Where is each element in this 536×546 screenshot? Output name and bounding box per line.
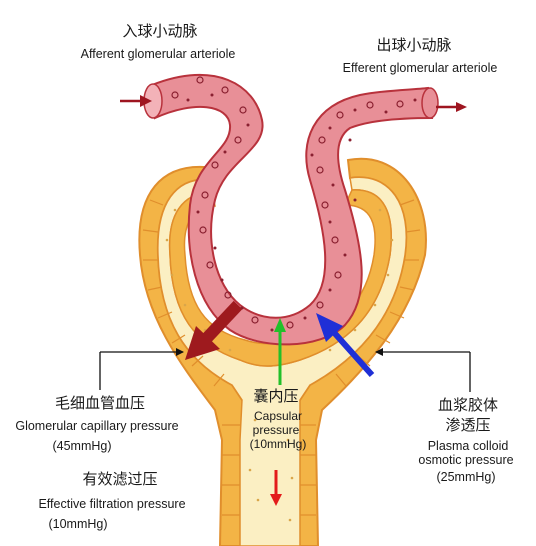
glomerular-pressure-label-en: Glomerular capillary pressure [15, 419, 178, 433]
pointer-lines [99, 348, 471, 392]
efferent-opening [421, 87, 439, 119]
glomerular-pressure-value: (45mmHg) [52, 439, 111, 453]
plasma-pressure-label-cn1: 血浆胶体 [438, 396, 498, 414]
efferent-label-cn: 出球小动脉 [376, 37, 451, 54]
glomerular-capillary [143, 73, 439, 346]
plasma-pressure-value: (25mmHg) [436, 470, 495, 484]
effective-filtration-label-cn: 有效滤过压 [82, 471, 157, 488]
efferent-flow-arrow [436, 102, 467, 112]
plasma-pressure-arrow [316, 313, 375, 377]
afferent-label-cn: 入球小动脉 [122, 23, 197, 40]
labels: 入球小动脉 Afferent glomerular arteriole 出球小动… [15, 23, 513, 531]
glomerular-pressure-arrow [185, 300, 243, 360]
capsular-pressure-label-cn: 囊内压 [253, 388, 298, 405]
plasma-pressure-label-en2: osmotic pressure [418, 453, 513, 467]
capsular-pressure-arrow [274, 318, 286, 385]
capsule-cell-lines [142, 199, 421, 516]
afferent-label-en: Afferent glomerular arteriole [81, 47, 236, 61]
plasma-pressure-label-en1: Plasma colloid [428, 439, 509, 453]
capsular-pressure-value: (10mmHg) [250, 437, 307, 451]
afferent-flow-arrow [120, 95, 152, 107]
vessel-cells [171, 76, 404, 329]
effective-filtration-label-en: Effective filtration pressure [38, 497, 185, 511]
capsule-dots [165, 208, 394, 522]
glomerular-pressure-label-cn: 毛细血管血压 [55, 395, 145, 412]
capsular-pressure-label-en1: Capsular [254, 409, 302, 423]
effective-filtration-value: (10mmHg) [48, 517, 107, 531]
efferent-label-en: Efferent glomerular arteriole [343, 61, 498, 75]
vessel-dots [186, 93, 417, 332]
capsular-pressure-label-en2: pressure [253, 423, 300, 437]
plasma-pressure-label-cn2: 渗透压 [445, 417, 490, 434]
filtrate-flow-arrow [270, 470, 282, 506]
